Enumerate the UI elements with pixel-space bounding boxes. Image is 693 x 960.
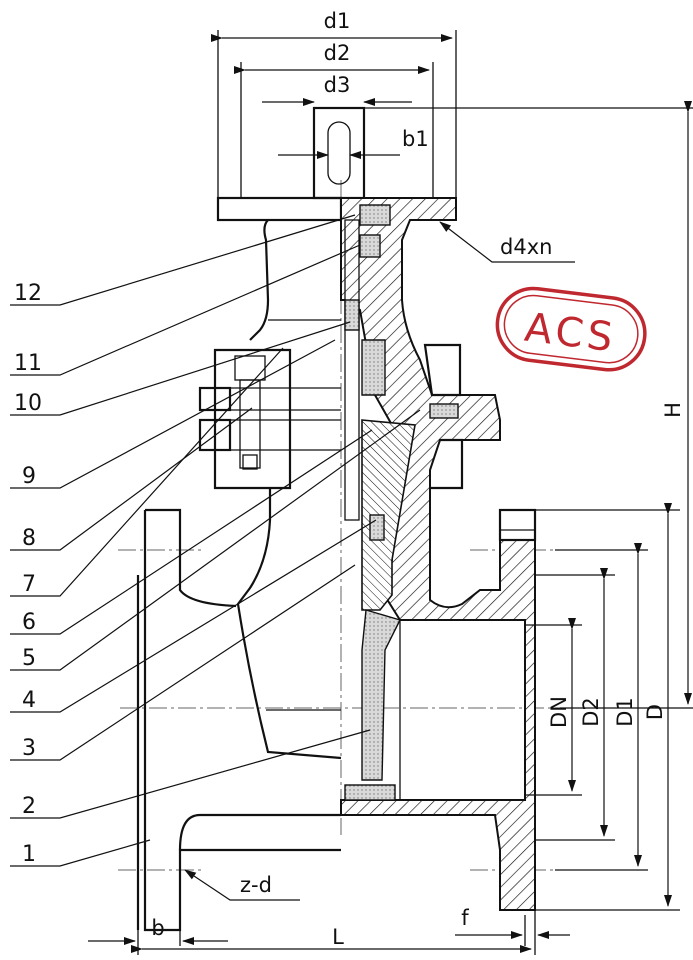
dim-L: L <box>332 925 344 949</box>
valve-exterior-outline <box>136 106 366 932</box>
dim-d2: d2 <box>324 41 351 65</box>
part-label: 5 <box>22 646 36 671</box>
dim-b1: b1 <box>402 127 429 151</box>
part-label: 12 <box>14 281 42 306</box>
dim-d1: d1 <box>324 9 351 33</box>
dim-d4xn: d4xn <box>500 235 552 259</box>
dim-DN: DN <box>547 696 571 728</box>
part-label: 11 <box>14 351 42 376</box>
part-label: 9 <box>22 464 36 489</box>
centerlines <box>118 180 560 871</box>
dimension-labels: d1 d2 d3 b1 d4xn H D D1 D2 DN L b f z-d <box>151 9 685 949</box>
dim-D2: D2 <box>579 697 603 727</box>
part-label: 8 <box>22 526 36 551</box>
part-label: 1 <box>22 842 36 867</box>
dim-D: D <box>643 704 667 720</box>
logo-border-outer <box>495 286 647 372</box>
part-label: 3 <box>22 736 36 761</box>
logo-text: ACS <box>522 305 619 362</box>
dim-D1: D1 <box>613 697 637 727</box>
dim-d3: d3 <box>324 73 351 97</box>
part-label: 7 <box>22 572 36 597</box>
dim-b: b <box>151 916 164 940</box>
part-label: 10 <box>14 391 42 416</box>
part-numbers: 12 11 10 9 8 7 6 5 4 3 2 1 <box>14 281 42 867</box>
part-leaders <box>10 214 421 867</box>
dimension-lines <box>88 30 693 955</box>
valve-section-right <box>340 197 537 911</box>
part-label: 4 <box>22 688 36 713</box>
dim-H: H <box>661 402 685 418</box>
part-label: 2 <box>22 794 36 819</box>
dim-f: f <box>461 906 469 930</box>
part-label: 6 <box>22 610 36 635</box>
acs-logo: ACS <box>495 286 647 372</box>
logo-border-inner <box>503 294 639 364</box>
dim-z-d: z-d <box>240 873 272 897</box>
